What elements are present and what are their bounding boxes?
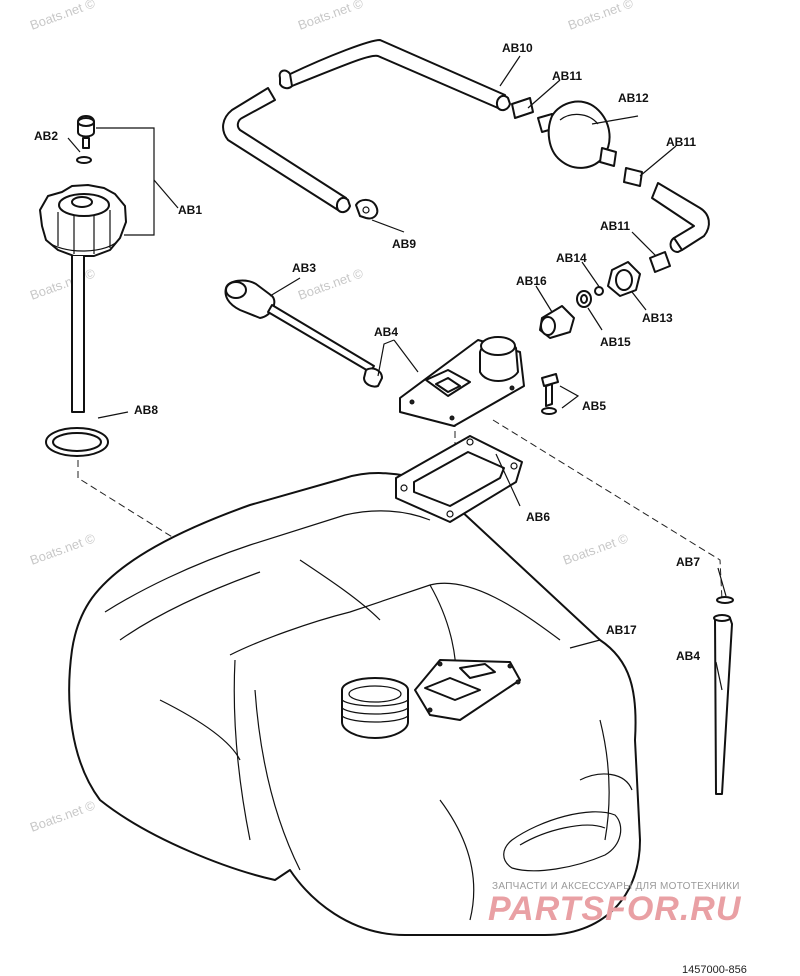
label-ab9: AB9 xyxy=(392,237,416,251)
filler-cap-assembly xyxy=(39,115,127,457)
label-ab6: AB6 xyxy=(526,510,550,524)
label-ab10: AB10 xyxy=(502,41,533,55)
label-ab4-top: AB4 xyxy=(374,325,398,339)
watermark: Boats.net © xyxy=(561,530,631,568)
drawing-number: 1457000-856 xyxy=(682,964,747,976)
label-ab13: AB13 xyxy=(642,311,673,325)
footer-brand-logo: PARTSFOR.RU xyxy=(488,890,742,928)
label-ab16: AB16 xyxy=(516,274,547,288)
fuel-sender xyxy=(224,279,525,427)
footer-tagline: ЗАПЧАСТИ И АКСЕССУАРЫ ДЛЯ МОТОТЕХНИКИ xyxy=(492,881,740,892)
screw-and-washer xyxy=(541,373,559,415)
gasket xyxy=(395,435,523,523)
label-ab14: AB14 xyxy=(556,251,587,265)
label-ab11-low: AB11 xyxy=(600,219,630,233)
watermark: Boats.net © xyxy=(566,0,636,33)
label-ab8: AB8 xyxy=(134,403,158,417)
fuel-hose-line xyxy=(222,39,511,220)
watermark: Boats.net © xyxy=(28,530,98,568)
label-ab17: AB17 xyxy=(606,623,637,637)
watermark: Boats.net © xyxy=(28,265,98,303)
label-ab11-top: AB11 xyxy=(552,69,582,83)
label-ab5: AB5 xyxy=(582,399,606,413)
label-ab3: AB3 xyxy=(292,261,316,275)
part-labels: AB2 AB1 AB8 AB3 AB4 AB5 AB6 AB7 AB4 AB17… xyxy=(34,41,700,663)
primer-bulb-assembly xyxy=(511,97,710,273)
label-ab7: AB7 xyxy=(676,555,700,569)
label-ab2: AB2 xyxy=(34,129,58,143)
label-ab1: AB1 xyxy=(178,203,202,217)
watermark: Boats.net © xyxy=(28,0,98,33)
label-ab12: AB12 xyxy=(618,91,649,105)
fuel-tank xyxy=(68,472,641,936)
label-ab11-mid: AB11 xyxy=(666,135,696,149)
label-ab15: AB15 xyxy=(600,335,631,349)
pickup-tube xyxy=(713,596,734,795)
label-ab4-right: AB4 xyxy=(676,649,700,663)
leader-lines xyxy=(67,55,727,691)
tank-fitting xyxy=(539,261,641,339)
watermark: Boats.net © xyxy=(28,797,98,835)
watermark: Boats.net © xyxy=(296,0,366,33)
